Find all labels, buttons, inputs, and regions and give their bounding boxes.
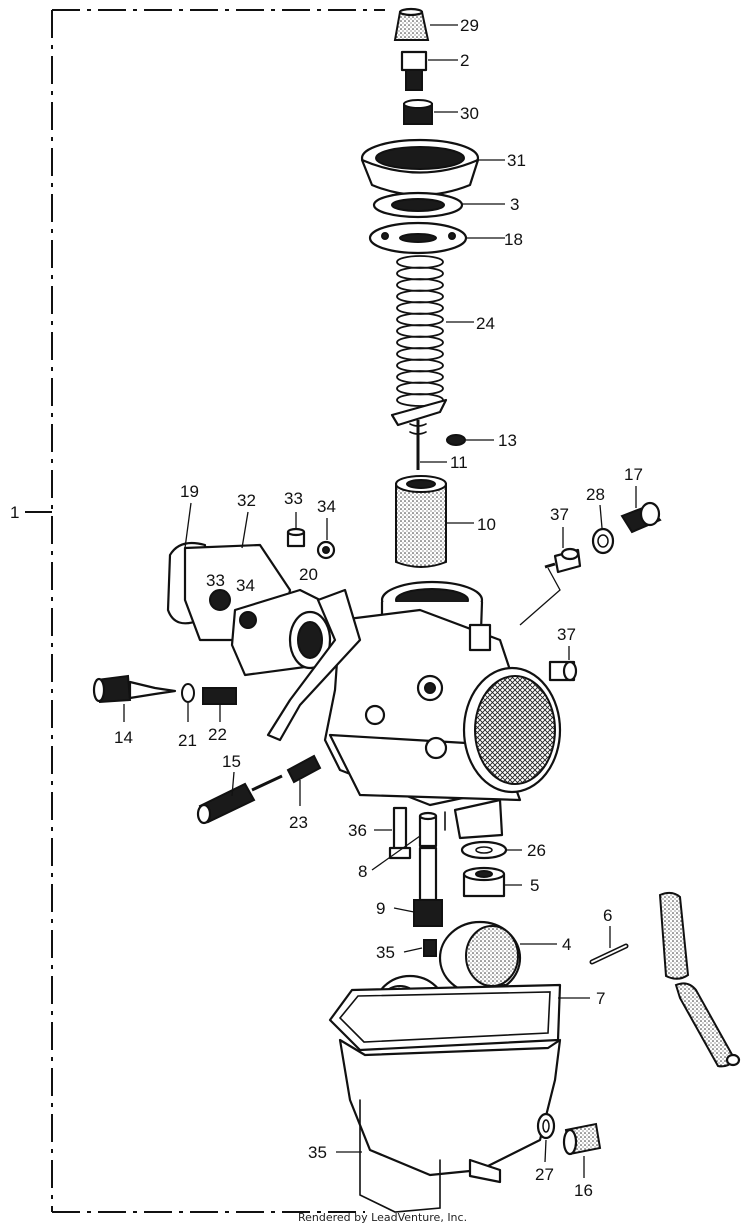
part-5-drain-plug — [462, 866, 506, 898]
callout-35-upper: 35 — [376, 943, 395, 962]
spring-coil — [396, 381, 444, 396]
fuel-hose — [658, 891, 741, 1068]
callout-31: 31 — [507, 151, 526, 170]
part-14-pilot-screw — [92, 674, 177, 704]
callout-18: 18 — [504, 230, 523, 249]
callout-28: 28 — [586, 485, 605, 504]
callout-21: 21 — [178, 731, 197, 750]
spring-coil — [396, 278, 444, 292]
callout-37-lower: 37 — [557, 625, 576, 644]
callout-30: 30 — [460, 104, 479, 123]
callout-24: 24 — [476, 314, 495, 333]
callout-22: 22 — [208, 725, 227, 744]
callout-20: 20 — [299, 565, 318, 584]
part-16-drain-plug — [562, 1122, 602, 1156]
part-18-plate — [368, 221, 468, 255]
spring-coil — [396, 335, 444, 350]
part-15-stop-screw — [196, 774, 283, 825]
part-23-spring — [286, 754, 322, 784]
callout-34-upper: 34 — [317, 497, 336, 516]
part-7-gasket — [328, 983, 562, 1052]
callout-9: 9 — [376, 899, 385, 918]
spring-coil — [396, 347, 444, 361]
callout-11: 11 — [450, 453, 468, 472]
part-33-screw-upper — [286, 527, 306, 548]
callout-27: 27 — [535, 1165, 554, 1184]
part-36-slow-jet — [388, 806, 412, 860]
part-37-screw-lower — [548, 660, 578, 682]
float-bowl — [338, 1038, 562, 1213]
callout-19: 19 — [180, 482, 199, 501]
part-13-clip — [446, 434, 466, 446]
callout-37-upper: 37 — [550, 505, 569, 524]
part-27-washer — [536, 1112, 556, 1140]
spring-coil — [396, 324, 444, 338]
spring-coil — [396, 370, 444, 384]
part-10-throttle-valve — [395, 475, 447, 568]
part-22-spring — [202, 687, 237, 705]
callout-3: 3 — [510, 195, 519, 214]
callout-15: 15 — [222, 752, 241, 771]
part-35-needle-valve — [423, 939, 437, 957]
callout-7: 7 — [596, 989, 605, 1008]
callout-29: 29 — [460, 16, 479, 35]
assembly-bracket — [25, 9, 385, 1213]
callout-8: 8 — [358, 862, 367, 881]
callout-33-lower: 33 — [206, 571, 225, 590]
callout-5: 5 — [530, 876, 539, 895]
needle-clip-plate — [390, 398, 448, 427]
callout-23: 23 — [289, 813, 308, 832]
part-8-needle-jet-holder — [418, 811, 438, 848]
part-11-jet-needle — [409, 420, 427, 470]
callout-17: 17 — [624, 465, 643, 484]
part-17-cap — [620, 501, 662, 534]
callout-36: 36 — [348, 821, 367, 840]
callout-14: 14 — [114, 728, 133, 747]
part-32-insulator — [183, 543, 332, 677]
carburetor-body — [266, 580, 562, 840]
callout-13: 13 — [498, 431, 517, 450]
callout-34-lower: 34 — [236, 576, 255, 595]
callout-32: 32 — [237, 491, 256, 510]
callout-4: 4 — [562, 935, 571, 954]
render-credit: Rendered by LeadVenture, Inc. — [298, 1211, 467, 1224]
callout-6: 6 — [603, 906, 612, 925]
part-34-washer-upper — [316, 540, 336, 560]
callout-10: 10 — [477, 515, 496, 534]
callout-16: 16 — [574, 1181, 593, 1200]
callout-35-lower: 35 — [308, 1143, 327, 1162]
callout-33-upper: 33 — [284, 489, 303, 508]
part-9-needle-jet — [413, 846, 443, 927]
callout-1: 1 — [10, 503, 19, 522]
callout-2: 2 — [460, 51, 469, 70]
part-26-washer — [460, 840, 508, 860]
leader-lines — [123, 24, 637, 1178]
callout-labels: 29 2 30 31 3 18 24 13 11 10 17 28 37 37 … — [10, 16, 643, 1200]
spring-coil — [396, 312, 444, 327]
screw-37-leader — [519, 567, 561, 626]
part-6-float-pin — [589, 943, 629, 965]
part-30-nut — [403, 99, 433, 125]
callout-26: 26 — [527, 841, 546, 860]
spring-coil — [396, 289, 444, 304]
spring-coil — [396, 266, 444, 281]
part-24-spring — [396, 255, 444, 407]
spring-coil — [396, 301, 444, 315]
part-28-washer — [591, 527, 615, 555]
part-3-washer — [372, 191, 464, 219]
spring-coil — [396, 358, 444, 373]
part-21-o-ring — [181, 683, 195, 703]
part-31-top-ring — [360, 138, 480, 197]
part-2-adjuster — [400, 50, 428, 91]
part-29-cap — [393, 7, 430, 41]
spring-coil — [396, 255, 444, 269]
part-37-screw-upper — [544, 547, 582, 574]
